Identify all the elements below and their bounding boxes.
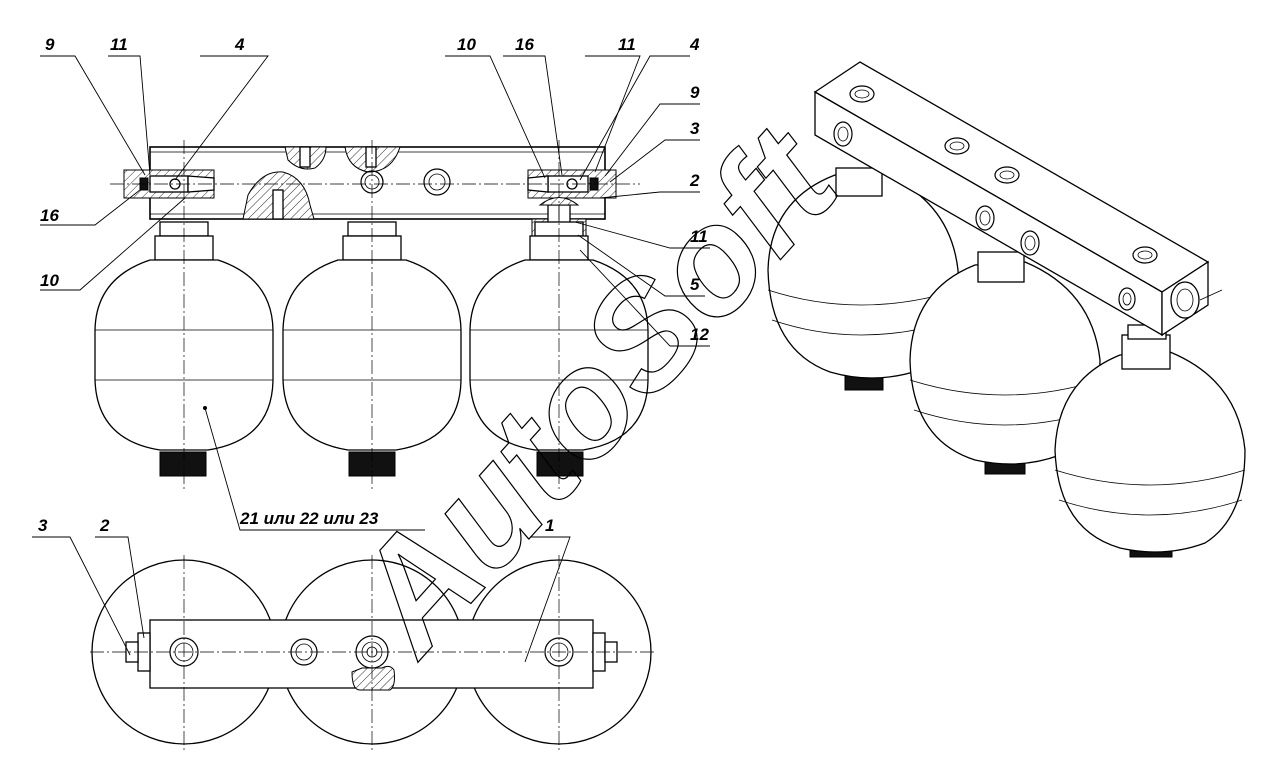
label-3-top: 3 — [38, 516, 48, 535]
label-9-left: 9 — [45, 35, 55, 54]
label-5: 5 — [690, 275, 700, 294]
port-right — [423, 168, 451, 196]
iso-bottle-1 — [767, 167, 959, 391]
label-3-right: 3 — [690, 119, 700, 138]
iso-manifold — [813, 61, 1223, 337]
label-10-right: 10 — [457, 35, 476, 54]
label-9-right: 9 — [690, 83, 700, 102]
bottle-designation: 21 или 22 или 23 — [239, 509, 379, 528]
label-11-bottom: 11 — [690, 227, 708, 246]
top-view: 3 2 1 — [32, 516, 655, 750]
label-10-left: 10 — [40, 271, 59, 290]
iso-bottle-2 — [909, 251, 1101, 475]
label-2-right: 2 — [689, 171, 700, 190]
label-12: 12 — [690, 325, 709, 344]
iso-bottle-3 — [1054, 324, 1246, 558]
label-16-left: 16 — [40, 206, 59, 225]
label-1-top: 1 — [545, 516, 554, 535]
label-11-right: 11 — [618, 35, 636, 54]
label-11-left: 11 — [110, 35, 128, 54]
label-2-top: 2 — [99, 516, 110, 535]
isometric-view — [767, 61, 1246, 558]
front-view: 9 11 4 16 10 10 16 11 4 9 3 2 11 5 12 21… — [40, 35, 710, 531]
label-16-right: 16 — [515, 35, 534, 54]
label-4-right: 4 — [689, 35, 700, 54]
label-4-left: 4 — [234, 35, 245, 54]
